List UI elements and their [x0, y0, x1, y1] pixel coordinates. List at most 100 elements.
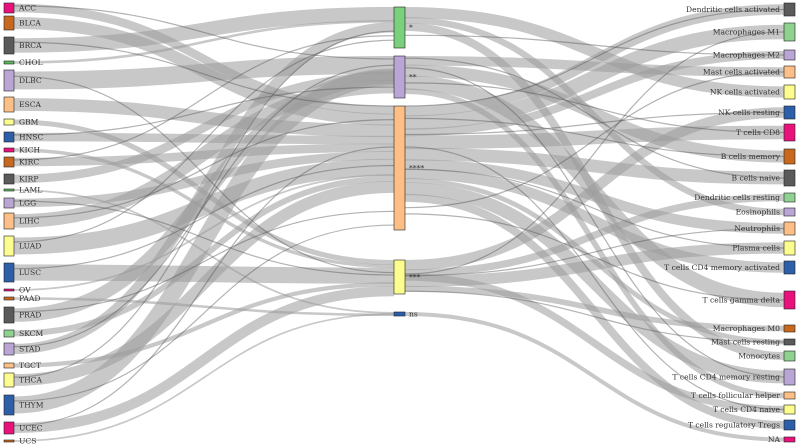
right-node-nk-cells-resting	[783, 105, 796, 120]
left-node-label: BRCA	[19, 41, 42, 50]
left-node-tgct	[3, 362, 15, 369]
left-node-label: LIHC	[19, 217, 40, 226]
link-left-0	[13, 3, 395, 115]
left-node-label: UCEC	[19, 424, 43, 433]
right-node-label: T cells follicular helper	[691, 391, 780, 400]
left-node-paad	[3, 296, 15, 301]
link-left-extra-9	[13, 146, 395, 427]
link-right-8	[404, 147, 785, 185]
right-node-t-cells-gamma-delta	[783, 290, 796, 310]
link-right-12	[404, 242, 785, 288]
left-node-label: KICH	[19, 146, 40, 155]
left-node-label: UCS	[19, 437, 36, 446]
link-right-16	[404, 178, 785, 345]
left-node-label: BLCA	[19, 19, 41, 28]
link-right-3	[404, 56, 785, 77]
left-node-lgg	[3, 197, 15, 209]
right-node-dendritic-cells-activated	[783, 2, 796, 17]
right-node-label: T cells gamma delta	[703, 296, 781, 305]
link-left-21	[13, 282, 395, 368]
link-right-6	[404, 125, 785, 150]
right-node-label: T cells CD4 memory activated	[664, 263, 780, 272]
right-node-nk-cells-activated	[783, 84, 796, 100]
right-node-label: Neutrophils	[734, 224, 780, 233]
right-node-label: NK cells activated	[710, 88, 780, 97]
left-node-label: TGCT	[19, 361, 41, 370]
left-node-esca	[3, 96, 15, 113]
left-node-skcm	[3, 329, 15, 338]
right-node-b-cells-naive	[783, 169, 796, 187]
link-left-extra-8	[13, 224, 395, 402]
left-node-label: THCA	[19, 376, 42, 385]
middle-node-1	[393, 6, 406, 49]
right-node-label: B cells naive	[731, 174, 780, 183]
right-node-eosinophils	[783, 207, 796, 217]
link-left-4	[13, 56, 395, 90]
right-node-macrophages-m0	[783, 324, 796, 333]
link-left-22	[13, 180, 395, 386]
link-right-22	[404, 312, 785, 442]
link-left-extra-11	[13, 5, 395, 60]
link-right-18	[404, 182, 785, 384]
link-left-extra-10	[13, 35, 395, 161]
left-node-ov	[3, 288, 15, 292]
links-left-group	[13, 3, 395, 442]
middle-node-label: ****	[409, 164, 424, 173]
middle-node-5	[393, 311, 406, 317]
left-node-chol	[3, 60, 15, 65]
left-node-label: LAML	[19, 186, 42, 195]
right-node-t-cells-follicular-helper	[783, 391, 796, 400]
left-node-hnsc	[3, 131, 15, 143]
link-left-extra-1	[13, 75, 395, 274]
right-node-label: Macrophages M2	[713, 51, 780, 60]
right-node-label: Dendritic cells resting	[694, 193, 780, 202]
left-node-label: OV	[19, 286, 31, 295]
link-right-extra-12	[404, 290, 785, 343]
middle-node-label: **	[409, 73, 417, 82]
link-left-10	[13, 72, 395, 184]
link-left-extra-13	[13, 39, 395, 243]
middle-node-2	[393, 55, 406, 99]
link-left-extra-2	[13, 86, 395, 136]
left-node-ucs	[3, 439, 15, 443]
link-left-extra-3	[13, 119, 395, 219]
link-left-extra-6	[13, 64, 395, 348]
link-right-extra-11	[404, 168, 785, 249]
right-node-b-cells-memory	[783, 148, 796, 165]
right-node-t-cells-cd8	[783, 123, 796, 142]
right-node-label: Mast cells resting	[711, 338, 780, 347]
left-node-thca	[3, 372, 15, 388]
link-right-extra-1	[404, 31, 785, 275]
left-node-label: PRAD	[19, 311, 41, 320]
left-node-label: LGG	[19, 199, 36, 208]
link-left-2	[13, 7, 395, 53]
left-node-label: ESCA	[19, 100, 42, 109]
left-node-stad	[3, 342, 15, 356]
link-right-extra-3	[404, 111, 785, 136]
link-right-10	[404, 17, 785, 216]
right-node-label: T cells CD4 memory resting	[672, 373, 780, 382]
link-right-extra-13	[404, 146, 785, 411]
link-left-extra-0	[13, 41, 395, 107]
left-node-label: THYM	[19, 401, 44, 410]
left-node-label: KIRC	[19, 158, 39, 167]
link-right-extra-8	[404, 67, 785, 378]
middle-node-label: *	[409, 23, 413, 32]
left-node-thym	[3, 394, 15, 416]
left-node-label: LUSC	[19, 268, 41, 277]
link-left-23	[13, 68, 395, 414]
right-node-label: Plasma cells	[732, 244, 780, 253]
right-node-label: Eosinophils	[736, 208, 781, 217]
link-left-3	[13, 20, 395, 64]
right-node-t-cells-cd4-memory-activated	[783, 260, 796, 275]
left-node-label: LUAD	[19, 242, 41, 251]
link-right-21	[404, 193, 785, 429]
right-node-label: Macrophages M0	[713, 324, 780, 333]
right-node-mast-cells-resting	[783, 338, 796, 346]
left-node-lusc	[3, 262, 15, 283]
link-left-extra-5	[13, 210, 395, 313]
left-node-lihc	[3, 212, 15, 230]
left-node-label: PAAD	[19, 294, 40, 303]
left-node-label: KIRP	[19, 175, 39, 184]
